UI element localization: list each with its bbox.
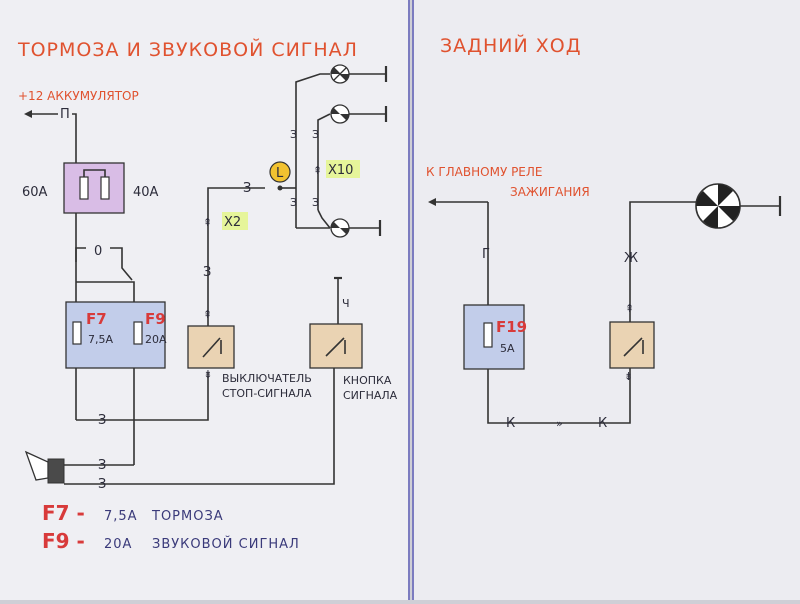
wire-3-label-a: З (98, 413, 106, 428)
horn-button-label-1: КНОПКА (343, 374, 392, 387)
wire-g-label: Г (482, 247, 490, 262)
connector-up-icon-3: ⇞ (313, 164, 322, 177)
middle-lamp-wire (317, 113, 331, 210)
fuse-f19-icon (483, 322, 493, 348)
fuse-box-f7-f9 (65, 301, 166, 369)
horn-button-contact (325, 337, 345, 357)
left-sheet (0, 0, 408, 600)
fuse-f7-icon (72, 321, 82, 345)
wire-3-label-h: З (98, 458, 106, 473)
harness-x10-label: Х10 (328, 163, 353, 178)
upper-lamp-wire (295, 73, 330, 228)
fuse-box-f19 (463, 304, 525, 370)
right-title: ЗАДНИЙ ХОД (440, 34, 582, 57)
battery-label: +12 АККУМУЛЯТОР (18, 89, 139, 103)
wire-3-label-c: З (243, 181, 251, 196)
lamp-shade (331, 68, 349, 80)
wire-0-label: 0 (94, 244, 102, 259)
legend-f7-code: F7 - (42, 501, 85, 525)
connector-up-icon-4: ⇞ (625, 302, 634, 315)
fuse-60a-label: 60А (22, 185, 48, 200)
x10-highlight (326, 160, 360, 178)
wire-zh-label: Ж (624, 251, 638, 266)
legend-f7-desc: ТОРМОЗА (151, 509, 224, 524)
wire-3-label-d: З (290, 128, 297, 141)
fuse-f9-icon (133, 321, 143, 345)
wire-3-label-i: З (98, 477, 106, 492)
fuse-f9-code: F9 (145, 310, 166, 328)
wire-0-mark-a (75, 247, 86, 262)
wire-to-f9 (76, 281, 135, 302)
x2-highlight (222, 212, 248, 230)
wire-k-label-b: К (598, 416, 607, 431)
legend-f7-rating: 7,5А (104, 509, 138, 524)
brake-switch-label-1: ВЫКЛЮЧАТЕЛЬ (222, 372, 312, 385)
fuse-40a-icon (100, 176, 110, 200)
wire-3-label-f: З (290, 196, 297, 209)
fuse-f19-code: F19 (496, 318, 527, 336)
battery-feed-wire (72, 113, 77, 163)
right-sheet (414, 0, 800, 600)
fuse-f7-code: F7 (86, 310, 107, 328)
wire-3-label-e: З (312, 128, 319, 141)
legend-f9-desc: ЗВУКОВОЙ СИГНАЛ (152, 536, 300, 552)
lamp-shade (331, 222, 349, 234)
lamp-marker-label: L (276, 166, 284, 181)
horn-button-label-2: СИГНАЛА (343, 389, 398, 402)
legend-f9-rating: 20А (104, 537, 132, 552)
battery-wire-code: П (60, 107, 70, 122)
connector-up-icon-2: ⇞ (203, 216, 212, 229)
battery-arrow-icon (24, 110, 32, 118)
horn-body (47, 458, 65, 484)
wire-0-mark-b (110, 247, 133, 281)
reverse-switch-contact (623, 337, 643, 357)
brake-to-x2-wire (207, 187, 265, 326)
switch-to-lamp-wire (629, 201, 696, 322)
main-fuse-block (63, 162, 125, 214)
fuse-f7-rating: 7,5А (88, 333, 113, 346)
wire-3-label-b: З (203, 265, 211, 280)
connector-right-icon: » (556, 417, 563, 430)
lamp-shade (331, 108, 349, 120)
reverse-switch (609, 321, 655, 369)
fuse-f19-rating: 5А (500, 342, 515, 355)
f7-to-brake-wire (76, 372, 209, 421)
wire-3-label-g: З (312, 196, 319, 209)
fuse-block-bus (83, 169, 106, 177)
lamp-marker (269, 161, 291, 183)
fuse-f9-rating: 20А (145, 333, 167, 346)
fuse-40a-label: 40А (133, 185, 159, 200)
brake-switch-label-2: СТОП-СИГНАЛА (222, 387, 312, 400)
connector-down-icon-2: ⇟ (624, 370, 633, 383)
relay-label-1: К ГЛАВНОМУ РЕЛЕ (426, 165, 543, 179)
connector-down-icon: ⇟ (203, 368, 212, 381)
left-title: ТОРМОЗА И ЗВУКОВОЙ СИГНАЛ (17, 38, 358, 61)
wire-k-label-a: К (506, 416, 515, 431)
cross-wire (317, 209, 331, 229)
wire-ch-label: Ч (342, 297, 350, 310)
fuse-60a-icon (79, 176, 89, 200)
f19-to-switch-wire (487, 368, 631, 424)
relay-label-2: ЗАЖИГАНИЯ (510, 185, 590, 199)
reverse-lamp-shade (696, 184, 740, 228)
relay-arrow-icon (428, 198, 436, 206)
horn-return-wire (64, 368, 335, 485)
harness-x2-label: Х2 (224, 215, 241, 230)
brake-switch-contact (202, 337, 221, 358)
legend-f9-code: F9 - (42, 529, 85, 553)
connector-up-icon: ⇞ (203, 308, 212, 321)
